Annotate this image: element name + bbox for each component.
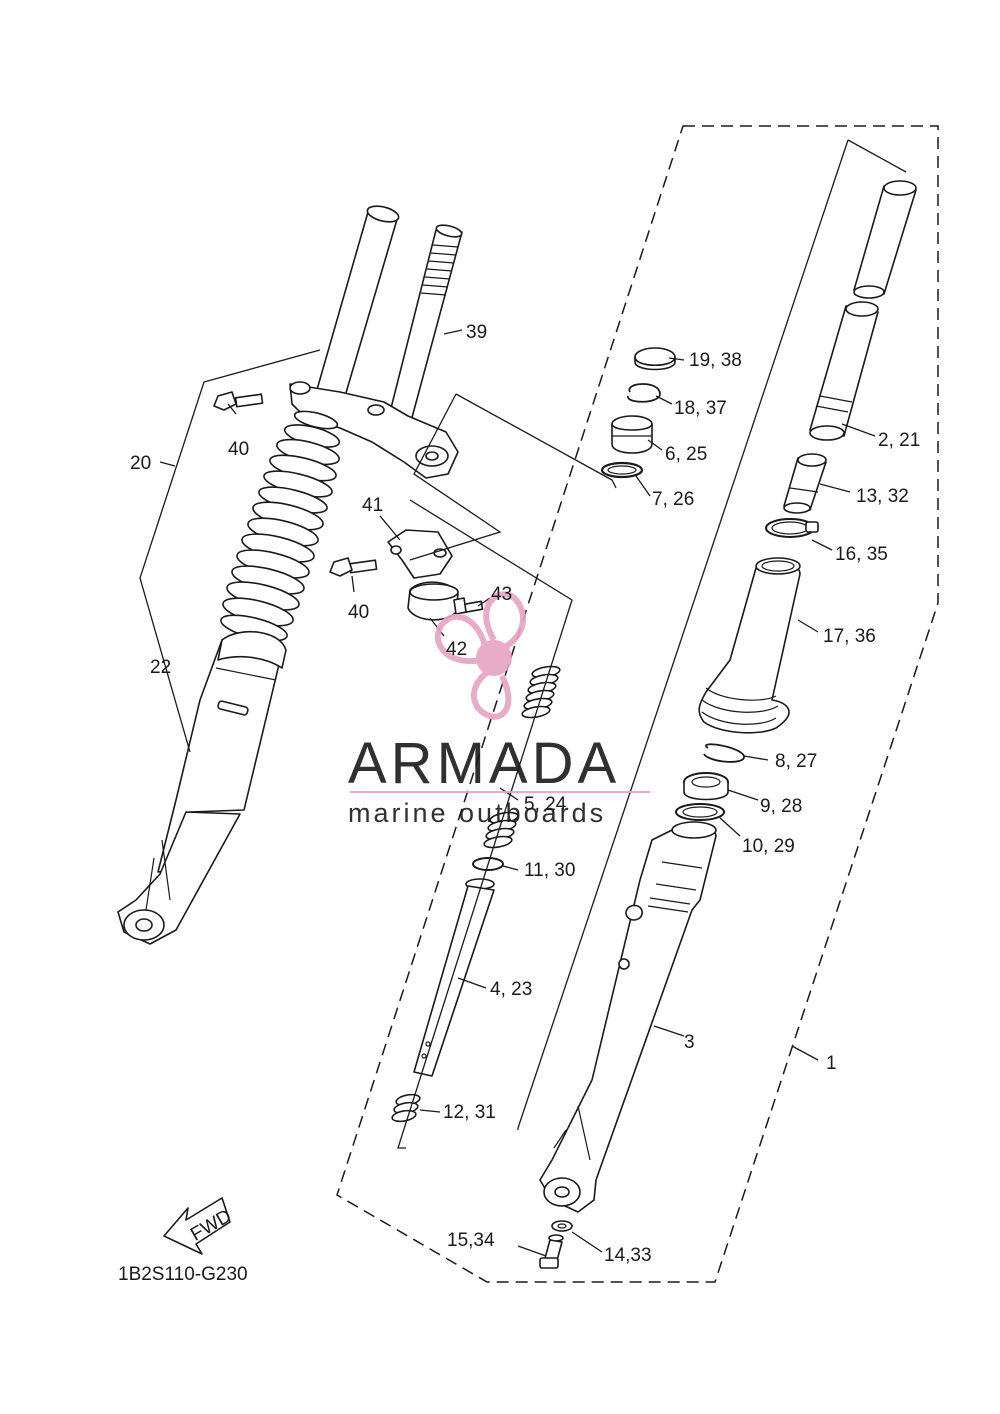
callout-15-34: 15,34 [447,1230,495,1251]
callout-13-32: 13, 32 [856,486,909,507]
watermark-brand: ARMADA [348,731,620,796]
callout-17-36: 17, 36 [823,626,876,647]
callout-11-30: 11, 30 [524,860,575,881]
callout-39: 39 [466,322,487,343]
callout-42: 42 [446,639,467,660]
callout-19-38: 19, 38 [689,350,742,371]
exploded-parts-illustration [391,180,917,1269]
bolt-43-illustration [453,597,484,615]
propeller-logo-icon [434,591,527,720]
callout-40-upper: 40 [228,439,249,460]
assembled-fork-illustration [117,205,463,945]
armada-watermark: ARMADA marine outboards [348,591,650,828]
callout-18-37: 18, 37 [674,398,727,419]
callout-5-24: 5, 24 [524,794,567,815]
callout-7-26: 7, 26 [652,489,694,510]
callout-4-23: 4, 23 [490,979,532,1000]
callout-16-35: 16, 35 [835,544,888,565]
callout-12-31: 12, 31 [443,1102,496,1123]
fwd-arrow: FWD [163,1197,235,1255]
callout-14-33: 14,33 [604,1245,652,1266]
callout-3: 3 [684,1032,695,1053]
exploded-view-boundary [336,125,939,1283]
callout-20: 20 [130,453,151,474]
callout-1: 1 [826,1053,837,1074]
clamp-42-illustration [407,581,459,621]
callout-9-28: 9, 28 [760,796,802,817]
callout-43: 43 [491,584,512,605]
watermark-tagline: marine outboards [348,798,606,828]
callout-10-29: 10, 29 [742,836,795,857]
callout-40-lower: 40 [348,602,369,623]
diagram-code: 1B2S110-G230 [118,1264,248,1285]
callout-labels: 1 3 2, 21 13, 32 16, 35 17, 36 19, 38 18… [130,322,920,1266]
leader-lines [139,139,907,1257]
callout-8-27: 8, 27 [775,751,817,772]
callout-6-25: 6, 25 [665,444,707,465]
callout-2-21: 2, 21 [878,430,920,451]
callout-41: 41 [362,495,383,516]
bracket-41-illustration [387,529,453,579]
callout-22: 22 [150,657,171,678]
bolt-40-illustration [329,557,378,577]
